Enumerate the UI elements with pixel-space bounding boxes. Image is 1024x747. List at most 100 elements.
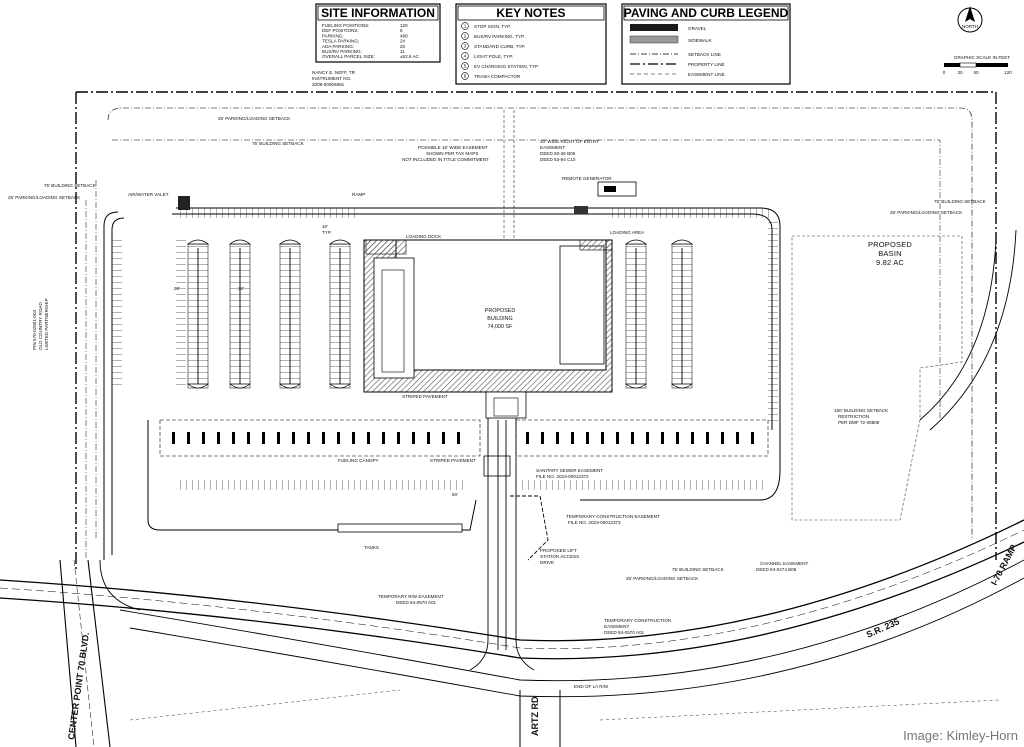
parking-island-end bbox=[279, 383, 301, 389]
property-boundary bbox=[75, 91, 997, 570]
site-info-value: 120 bbox=[400, 23, 408, 28]
lift-station-b: STATION ACCESS bbox=[540, 554, 579, 559]
lift-station-a: PROPOSED LIFT bbox=[540, 548, 577, 553]
legend-sidewalk: SIDEWALK bbox=[688, 38, 713, 43]
air-water-label: AIR/WATER VALET bbox=[128, 192, 169, 197]
owner-instrument: INSTRUMENT NO. bbox=[312, 76, 351, 81]
setback-75-bottom: 75' BUILDING SETBACK bbox=[672, 567, 725, 572]
remote-generator-label: REMOTE GENERATOR bbox=[562, 176, 612, 181]
proposed-basin: PROPOSED BASIN 9.82 AC bbox=[791, 235, 963, 521]
row-20-d: DEED 63-94 C10 bbox=[540, 157, 576, 162]
fuel-pump-icon bbox=[412, 432, 415, 444]
scale-tick-0: 0 bbox=[943, 70, 946, 75]
dim-10: 10' bbox=[322, 224, 328, 229]
parking-island-end bbox=[187, 383, 209, 389]
fuel-pump-icon bbox=[232, 432, 235, 444]
striped-pavement-1: STRIPED PAVEMENT bbox=[402, 394, 448, 399]
fuel-pumps bbox=[172, 432, 754, 444]
fuel-pump-icon bbox=[202, 432, 205, 444]
legend-easement: EASEMENT LINE bbox=[688, 72, 725, 77]
row-20-c: DEED 60-36 B06 bbox=[540, 151, 576, 156]
note-text: BUS/RV PARKING, TYP. bbox=[474, 34, 525, 39]
fuel-pump-icon bbox=[457, 432, 460, 444]
site-info-label: OVERALL PARCEL SIZE: bbox=[322, 54, 375, 59]
site-info-label: ADA PARKING: bbox=[322, 44, 354, 49]
fuel-pump-icon bbox=[187, 432, 190, 444]
fuel-pump-icon bbox=[616, 432, 619, 444]
easement-15-a: POSSIBLE 15' WIDE EASEMENT bbox=[418, 145, 488, 150]
parking-island-end bbox=[229, 239, 251, 245]
setback-25-top: 25' PARKING/LOADING SETBACK bbox=[218, 116, 291, 121]
parcel-pin: PIN 570-02801-004 bbox=[32, 309, 37, 350]
sewer-easement-b: FILE NO. 2023-00012372 bbox=[536, 474, 589, 479]
fuel-pump-icon bbox=[631, 432, 634, 444]
parking-islands bbox=[187, 239, 693, 389]
channel-easement-a: CHANNEL EASEMENT bbox=[760, 561, 809, 566]
dim-50: 50' bbox=[452, 492, 458, 497]
basin-label-3: 9.82 AC bbox=[876, 258, 904, 267]
legend-setback: SETBACK LINE bbox=[688, 52, 721, 57]
sr-235-road: S.R. 235 bbox=[865, 616, 901, 639]
parking-island-end bbox=[229, 383, 251, 389]
parking-island-end bbox=[329, 383, 351, 389]
parking-island-end bbox=[187, 239, 209, 245]
scale-tick-30: 30 bbox=[957, 70, 963, 75]
owner-name: NANCY E. NEFF, TR bbox=[312, 70, 356, 75]
fuel-pump-icon bbox=[277, 432, 280, 444]
legend-gravel: GRAVEL bbox=[688, 26, 707, 31]
site-info-value: 20 bbox=[400, 44, 406, 49]
fueling-canopy-label: FUELING CANOPY bbox=[338, 458, 379, 463]
basin-label-2: BASIN bbox=[878, 249, 902, 258]
note-text: STOP SIGN, TYP. bbox=[474, 24, 511, 29]
note-number: 3 bbox=[464, 44, 467, 49]
building-label-1: PROPOSED bbox=[485, 308, 516, 314]
row-20-a: 20' WIDE RIGHT OF ENTRY bbox=[540, 139, 599, 144]
graphic-scale: GRAPHIC SCALE IN FEET 0 30 60 120 bbox=[943, 55, 1013, 75]
remote-generator-icon bbox=[597, 181, 637, 197]
paving-legend-block: PAVING AND CURB LEGEND GRAVEL SIDEWALK S… bbox=[621, 3, 791, 85]
fuel-pump-icon bbox=[367, 432, 370, 444]
parking-island-end bbox=[625, 239, 647, 245]
scale-tick-120: 120 bbox=[1004, 70, 1012, 75]
image-credit: Image: Kimley-Horn bbox=[903, 728, 1018, 743]
fuel-pump-icon bbox=[262, 432, 265, 444]
note-number-circle-icon bbox=[461, 62, 469, 70]
legend-property: PROPERTY LINE bbox=[688, 62, 725, 67]
loading-area-label: LOADING AREA bbox=[610, 230, 645, 235]
site-info-value: 24 bbox=[400, 39, 406, 44]
fuel-pump-icon bbox=[427, 432, 430, 444]
fuel-pump-icon bbox=[601, 432, 604, 444]
loading-dock-label: LOADING DOCK bbox=[406, 234, 442, 239]
setback-75-left: 75' BUILDING SETBACK bbox=[44, 183, 97, 188]
setback-150: 150' BUILDING SETBACK bbox=[834, 408, 889, 413]
building-label-3: 74,000 SF bbox=[488, 324, 514, 330]
fuel-pump-icon bbox=[247, 432, 250, 444]
temp-rw-b: DEED 84-0570 A01 bbox=[396, 600, 437, 605]
lift-station-c: DRIVE bbox=[540, 560, 554, 565]
fuel-pump-icon bbox=[172, 432, 175, 444]
note-number-circle-icon bbox=[461, 52, 469, 60]
temp-const2-a: TEMPORARY CONSTRUCTION bbox=[604, 618, 671, 623]
fuel-pump-icon bbox=[397, 432, 400, 444]
note-text: LIGHT POLE, TYP. bbox=[474, 54, 513, 59]
dim-32: 32' bbox=[238, 286, 244, 291]
fuel-pump-icon bbox=[646, 432, 649, 444]
fuel-pump-icon bbox=[751, 432, 754, 444]
parking-stalls bbox=[112, 208, 778, 422]
annotations: 25' PARKING/LOADING SETBACK 75' BUILDING… bbox=[8, 116, 987, 689]
note-number: 6 bbox=[464, 74, 467, 79]
fuel-pump-icon bbox=[382, 432, 385, 444]
fuel-pump-icon bbox=[322, 432, 325, 444]
setback-25-right: 25' PARKING/LOADING SETBACK bbox=[890, 210, 963, 215]
scale-title: GRAPHIC SCALE IN FEET bbox=[954, 55, 1010, 60]
note-number-circle-icon bbox=[461, 72, 469, 80]
scale-tick-60: 60 bbox=[973, 70, 979, 75]
easement-15-c: NOT INCLUDED IN TITLE COMMITMENT bbox=[402, 157, 489, 162]
note-number: 1 bbox=[464, 24, 467, 29]
setback-75-right: 75' BUILDING SETBACK bbox=[934, 199, 987, 204]
site-information-block: SITE INFORMATION FUELING POSITIONS:120DE… bbox=[312, 3, 441, 87]
note-number-circle-icon bbox=[461, 42, 469, 50]
proposed-building: PROPOSED BUILDING 74,000 SF bbox=[363, 239, 613, 419]
site-info-value: 8 bbox=[400, 28, 403, 33]
